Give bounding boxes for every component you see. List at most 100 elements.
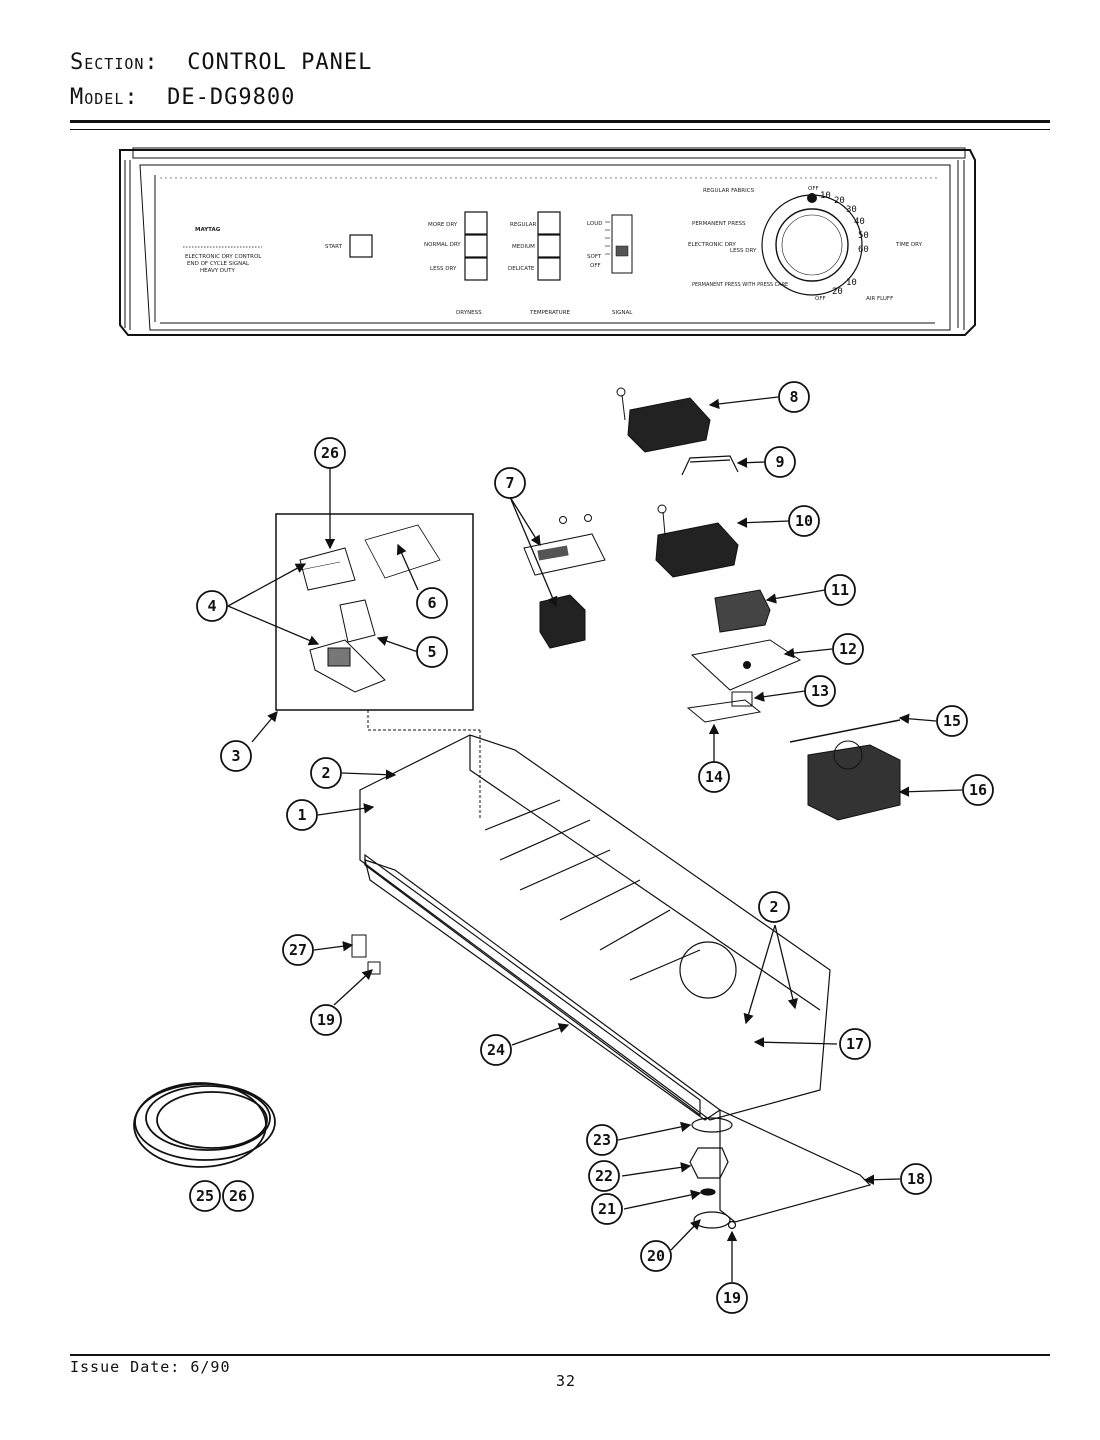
callout-10: 10 xyxy=(788,505,820,537)
dial-num-5: 50 xyxy=(858,231,869,241)
callout-label: 15 xyxy=(943,712,961,730)
section-value: CONTROL PANEL xyxy=(187,50,373,75)
callout-label: 24 xyxy=(487,1041,505,1059)
dial-permanent-press-care: PERMANENT PRESS WITH PRESS CARE xyxy=(692,282,788,288)
callout-label: 14 xyxy=(705,768,723,786)
switch-7 xyxy=(523,514,606,649)
start-label: START xyxy=(325,244,343,250)
dial-less-dry: LESS DRY xyxy=(730,248,757,254)
callout-26: 26 xyxy=(314,437,346,469)
dial-permanent-press: PERMANENT PRESS xyxy=(692,221,746,227)
dial-electronic-dry: ELECTRONIC DRY xyxy=(688,242,736,248)
base-18 xyxy=(719,1109,872,1223)
callout-label: 19 xyxy=(317,1011,335,1029)
callout-24: 24 xyxy=(480,1034,512,1066)
dial-num-3: 30 xyxy=(846,205,857,215)
callout-4: 4 xyxy=(196,590,228,622)
signal-off-label: OFF xyxy=(590,263,601,269)
callout-label: 1 xyxy=(297,806,306,824)
callout-label: 2 xyxy=(321,764,330,782)
callout-label: 20 xyxy=(647,1247,665,1265)
less-dry-button[interactable] xyxy=(464,257,488,281)
callout-label: 9 xyxy=(775,453,784,471)
signal-soft-label: SOFT xyxy=(587,254,602,260)
callout-13: 13 xyxy=(804,675,836,707)
callout-16: 16 xyxy=(962,774,994,806)
page-number: 32 xyxy=(556,1372,577,1390)
model-line: Model: DE-DG9800 xyxy=(70,85,295,110)
knob-parts xyxy=(689,1117,737,1230)
wire-harness xyxy=(133,1082,276,1168)
callout-label: 3 xyxy=(231,747,240,765)
callout-20: 20 xyxy=(640,1240,672,1272)
regular-temp-button[interactable] xyxy=(537,211,561,235)
callout-14: 14 xyxy=(698,761,730,793)
more-dry-button[interactable] xyxy=(464,211,488,235)
callout-label: 26 xyxy=(321,444,339,462)
header-rule-thick xyxy=(70,120,1050,123)
callout-18: 18 xyxy=(900,1163,932,1195)
dial-regular-fabrics: REGULAR FABRICS xyxy=(703,188,755,194)
callout-label: 6 xyxy=(427,594,436,612)
dial-num-2: 20 xyxy=(834,196,845,206)
temperature-section-label: TEMPERATURE xyxy=(529,310,571,316)
callout-15: 15 xyxy=(936,705,968,737)
panel-frame xyxy=(359,734,831,1121)
callout-label: 10 xyxy=(795,512,813,530)
callout-8: 8 xyxy=(778,381,810,413)
callout-25: 25 xyxy=(189,1180,221,1212)
callout-label: 21 xyxy=(598,1200,616,1218)
cycle-dial[interactable] xyxy=(761,193,863,296)
dial-num-4: 40 xyxy=(854,217,865,227)
temp-btn-label-2: MEDIUM xyxy=(512,244,535,250)
panel-feature-2: END OF CYCLE SIGNAL xyxy=(187,261,250,267)
signal-slider[interactable] xyxy=(605,214,633,274)
callout-19: 19 xyxy=(310,1004,342,1036)
callout-12: 12 xyxy=(832,633,864,665)
callout-label: 25 xyxy=(196,1187,214,1205)
start-button[interactable] xyxy=(349,234,373,258)
leader-lines xyxy=(227,396,963,1282)
model-value: DE-DG9800 xyxy=(167,85,296,110)
callout-3: 3 xyxy=(220,740,252,772)
callout-label: 18 xyxy=(907,1170,925,1188)
dryness-section-label: DRYNESS xyxy=(456,310,482,316)
callout-label: 5 xyxy=(427,643,436,661)
callout-11: 11 xyxy=(824,574,856,606)
callout-label: 23 xyxy=(593,1131,611,1149)
callout-7: 7 xyxy=(494,467,526,499)
callout-label: 12 xyxy=(839,640,857,658)
dial-num-1: 10 xyxy=(820,191,831,201)
clip-27 xyxy=(351,934,381,975)
panel-feature-1: ELECTRONIC DRY CONTROL xyxy=(185,254,262,260)
temp-btn-label-3: DELICATE xyxy=(508,266,535,272)
dryness-btn-label-1: MORE DRY xyxy=(428,222,458,228)
callout-label: 27 xyxy=(289,941,307,959)
dial-off-bottom: OFF xyxy=(815,296,826,302)
timer-16 xyxy=(789,719,901,821)
signal-loud-label: LOUD xyxy=(587,221,602,227)
dryness-btn-label-2: NORMAL DRY xyxy=(424,242,461,248)
normal-dry-button[interactable] xyxy=(464,234,488,258)
callout-22: 22 xyxy=(588,1160,620,1192)
dial-num-7: 10 xyxy=(846,278,857,288)
delicate-temp-button[interactable] xyxy=(537,257,561,281)
callout-2: 2 xyxy=(758,891,790,923)
callout-label: 19 xyxy=(723,1289,741,1307)
dial-air-fluff: AIR FLUFF xyxy=(866,296,893,302)
medium-temp-button[interactable] xyxy=(537,234,561,258)
issue-date: Issue Date: 6/90 xyxy=(70,1358,231,1376)
callout-label: 7 xyxy=(505,474,514,492)
panel-feature-3: HEAVY DUTY xyxy=(200,268,236,274)
frame-rail-24 xyxy=(364,859,722,1121)
callout-label: 13 xyxy=(811,682,829,700)
callout-label: 26 xyxy=(229,1187,247,1205)
callout-label: 4 xyxy=(207,597,216,615)
callout-label: 11 xyxy=(831,581,849,599)
callout-19: 19 xyxy=(716,1282,748,1314)
callout-23: 23 xyxy=(586,1124,618,1156)
dial-off-top: OFF xyxy=(808,186,819,192)
footer-rule xyxy=(70,1354,1050,1356)
dial-num-6: 60 xyxy=(858,245,869,255)
